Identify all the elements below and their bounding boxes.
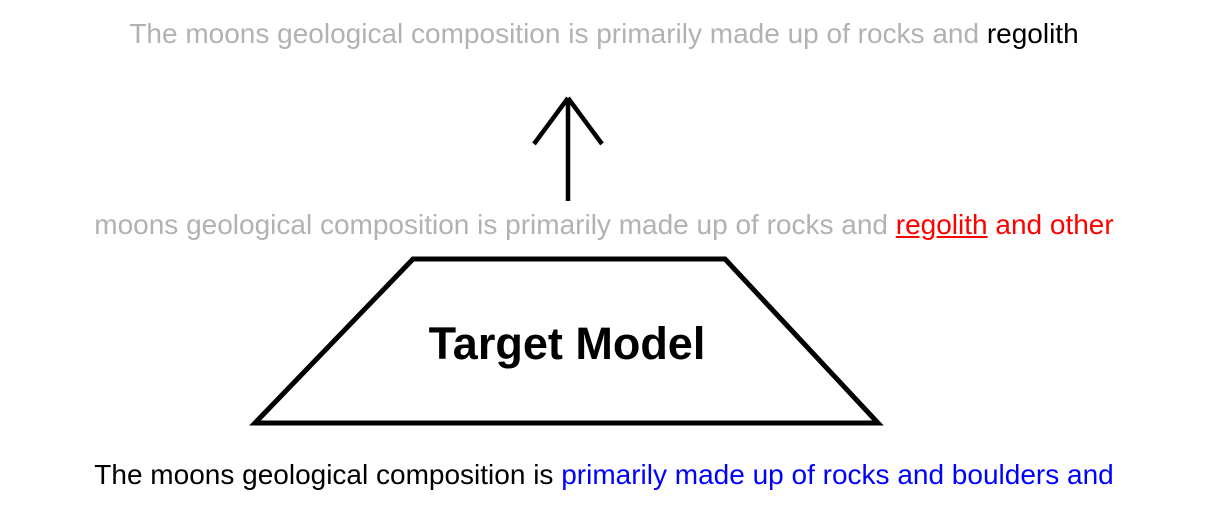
- generated-text: primarily made up of rocks and boulders …: [561, 459, 1114, 490]
- prompt-prefix-text: The moons geological composition is: [94, 459, 562, 490]
- draft-text-line: moons geological composition is primaril…: [0, 209, 1208, 241]
- up-arrow-icon: [532, 96, 604, 201]
- target-model-shape: [249, 256, 884, 426]
- output-text-line: The moons geological composition is prim…: [0, 18, 1208, 50]
- prompt-text-line: The moons geological composition is prim…: [0, 459, 1208, 491]
- accepted-token-text: regolith: [986, 18, 1079, 49]
- extra-tokens-text: and other: [987, 209, 1114, 240]
- target-model-label: Target Model: [428, 318, 706, 369]
- output-context-text: The moons geological composition is prim…: [129, 18, 987, 49]
- draft-context-text: moons geological composition is primaril…: [94, 209, 896, 240]
- highlighted-token-text: regolith: [895, 209, 988, 240]
